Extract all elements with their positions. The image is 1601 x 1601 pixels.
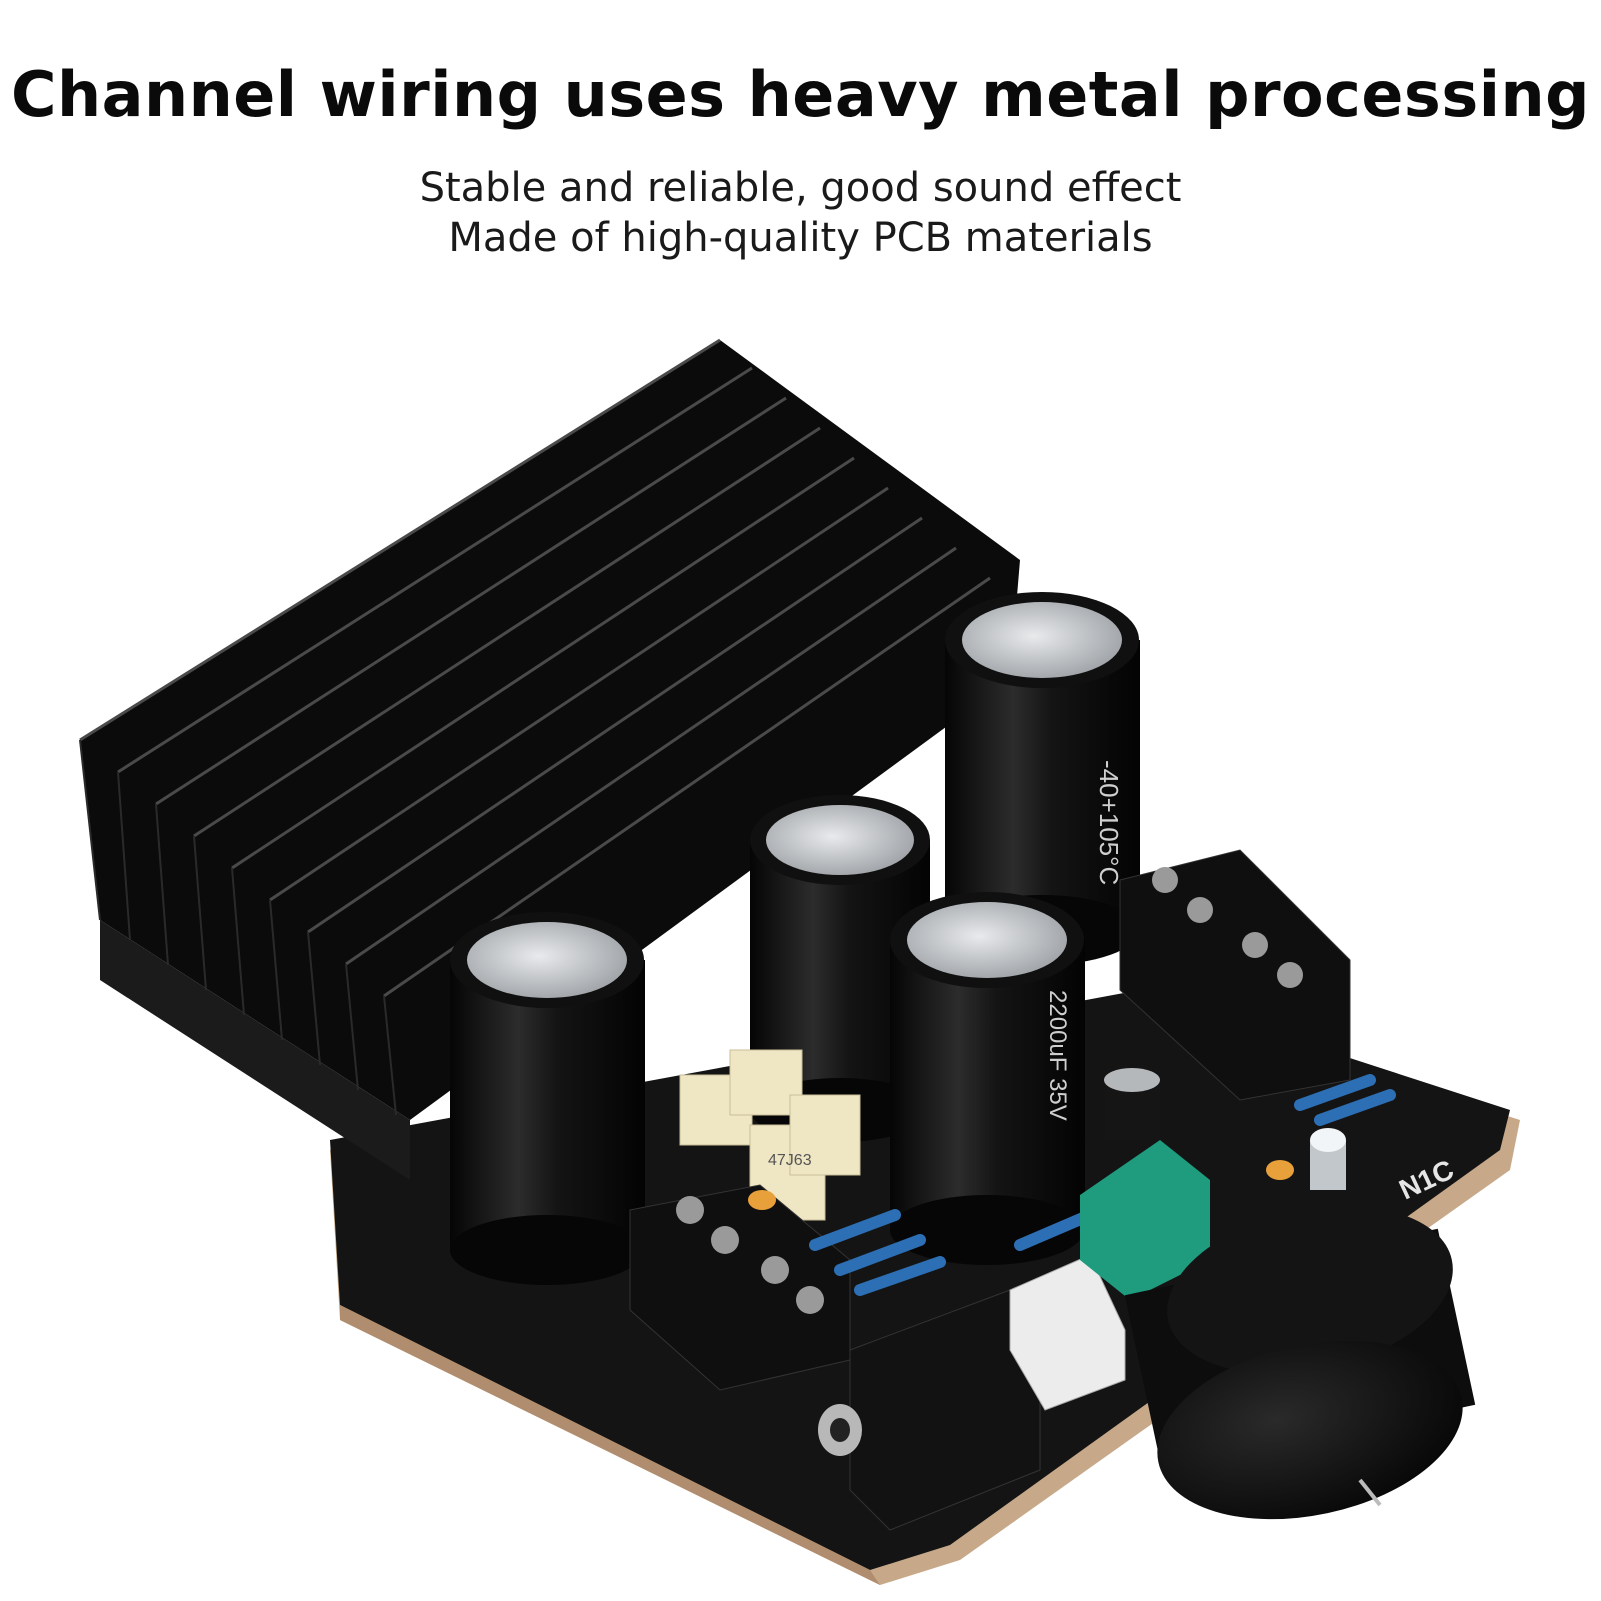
film-cap-label: 47J63 bbox=[768, 1152, 812, 1169]
subtitle-line-2: Made of high-quality PCB materials bbox=[448, 215, 1153, 261]
capacitor-temp-label: -40+105°C bbox=[1094, 760, 1124, 885]
capacitor-right-front: 2200uF 35V bbox=[890, 892, 1085, 1265]
subtitle-line-1: Stable and reliable, good sound effect bbox=[419, 165, 1182, 211]
terminal-block-left bbox=[629, 1184, 851, 1391]
capacitor-left bbox=[450, 912, 645, 1285]
small-capacitor bbox=[1104, 1068, 1160, 1140]
potentiometer bbox=[1080, 1140, 1210, 1300]
capacitor-value-label: 2200uF 35V bbox=[1044, 990, 1071, 1121]
led-indicator bbox=[1310, 1128, 1346, 1190]
film-capacitors: 47J63 bbox=[679, 1049, 861, 1221]
ceramic-capacitors bbox=[748, 1160, 1294, 1210]
volume-knob bbox=[1124, 1206, 1476, 1520]
resistors bbox=[809, 1074, 1396, 1296]
terminal-block-right bbox=[1119, 849, 1351, 1101]
heatsink bbox=[79, 338, 1020, 1180]
headline: Channel wiring uses heavy metal processi… bbox=[10, 58, 1591, 131]
audio-jack bbox=[818, 1289, 1041, 1531]
